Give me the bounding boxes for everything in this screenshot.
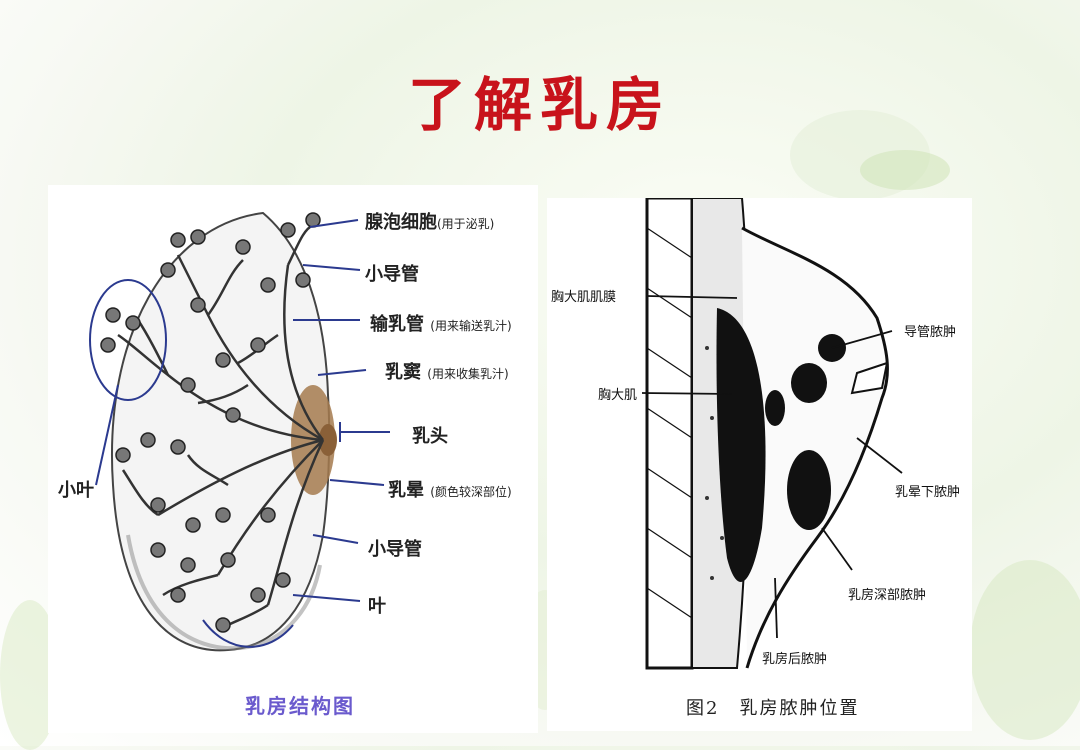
label-retromammary-abscess: 乳房后脓肿: [762, 652, 828, 667]
abscess-location-drawing: [641, 196, 903, 670]
background-leaf: [970, 560, 1080, 740]
label-subareolar-abscess: 乳晕下脓肿: [895, 485, 961, 500]
label-lactiferous-note: (用来输送乳汁): [430, 319, 512, 333]
label-small-duct-top: 小导管: [365, 264, 419, 285]
abscess-location-diagram: [547, 196, 972, 731]
label-lobule: 小叶: [58, 480, 94, 501]
label-pectoral-fascia: 胸大肌肌膜: [551, 290, 617, 305]
label-duct-abscess: 导管脓肿: [904, 325, 957, 340]
right-figure-caption: 图2 乳房脓肿位置: [686, 698, 860, 719]
label-alveolar-text: 腺泡细胞: [365, 212, 437, 233]
label-sinus-note: (用来收集乳汁): [427, 367, 509, 381]
label-nipple: 乳头: [412, 426, 448, 447]
label-lobe: 叶: [368, 596, 386, 617]
label-areola-note: (颜色较深部位): [430, 485, 512, 499]
label-lactiferous-duct: 输乳管 (用来输送乳汁): [370, 310, 512, 336]
label-areola-text: 乳晕: [388, 480, 424, 501]
label-pectoralis-major: 胸大肌: [598, 388, 638, 403]
breast-structure-diagram: [48, 185, 538, 733]
label-lactiferous-sinus: 乳窦 (用来收集乳汁): [385, 358, 509, 384]
label-lactiferous-text: 输乳管: [370, 314, 424, 335]
breast-structure-drawing: [89, 211, 390, 652]
background-leaf: [860, 150, 950, 190]
label-sinus-text: 乳窦: [385, 362, 421, 383]
left-figure-caption: 乳房结构图: [245, 694, 355, 718]
label-alveolar-cells: 腺泡细胞(用于泌乳): [365, 208, 494, 234]
label-areola: 乳晕 (颜色较深部位): [388, 476, 512, 502]
label-deep-abscess: 乳房深部脓肿: [848, 588, 927, 603]
label-alveolar-note: (用于泌乳): [437, 217, 495, 231]
label-small-duct-bottom: 小导管: [368, 539, 422, 560]
slide-title: 了解乳房: [407, 71, 672, 139]
